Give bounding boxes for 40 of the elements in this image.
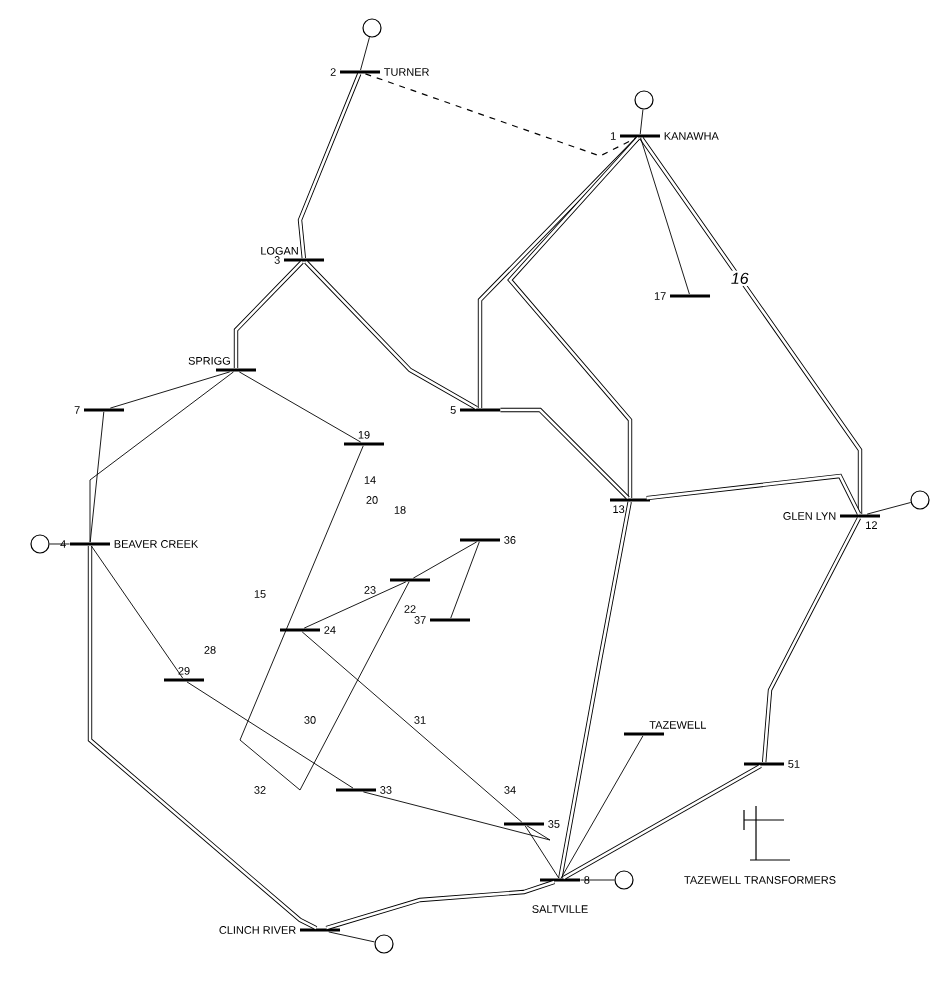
transmission-line [500,407,630,500]
transmission-line [239,445,410,791]
transmission-line [90,545,184,679]
generator-symbol [362,18,382,38]
generator-symbol [910,490,930,510]
transmission-line [646,473,862,516]
transmission-line [87,545,318,931]
transmission-line [579,879,615,881]
transmission-line [640,137,690,295]
transmission-line [328,931,376,943]
transmission-line [558,501,632,879]
generator-symbol [30,534,50,554]
transmission-line [109,371,231,409]
transmission-line [186,681,354,789]
transmission-line [562,764,762,880]
generator-symbol [374,934,394,954]
transmission-line [639,136,863,515]
transmission-line [297,73,362,259]
transmission-line [301,631,523,823]
transmission-line [524,825,560,879]
transmission-line [325,879,555,931]
transmission-line [360,36,370,71]
transmission-line [639,109,644,135]
transmission-line [303,581,407,629]
transmission-line [761,516,861,763]
transmission-line [49,543,71,545]
transmission-line [233,260,304,369]
transmission-line [362,791,551,841]
transmission-line [477,136,640,409]
transmission-line [450,541,480,619]
transmission-line [238,371,362,443]
transmission-line [304,260,478,410]
transmission-line [89,411,105,543]
transmission-line [560,735,644,879]
transmission-line [412,541,478,579]
generator-symbol [614,870,634,890]
transmission-line [866,502,912,515]
transmission-line [89,371,234,543]
generator-symbol [634,90,654,110]
transmission-line [507,136,640,499]
